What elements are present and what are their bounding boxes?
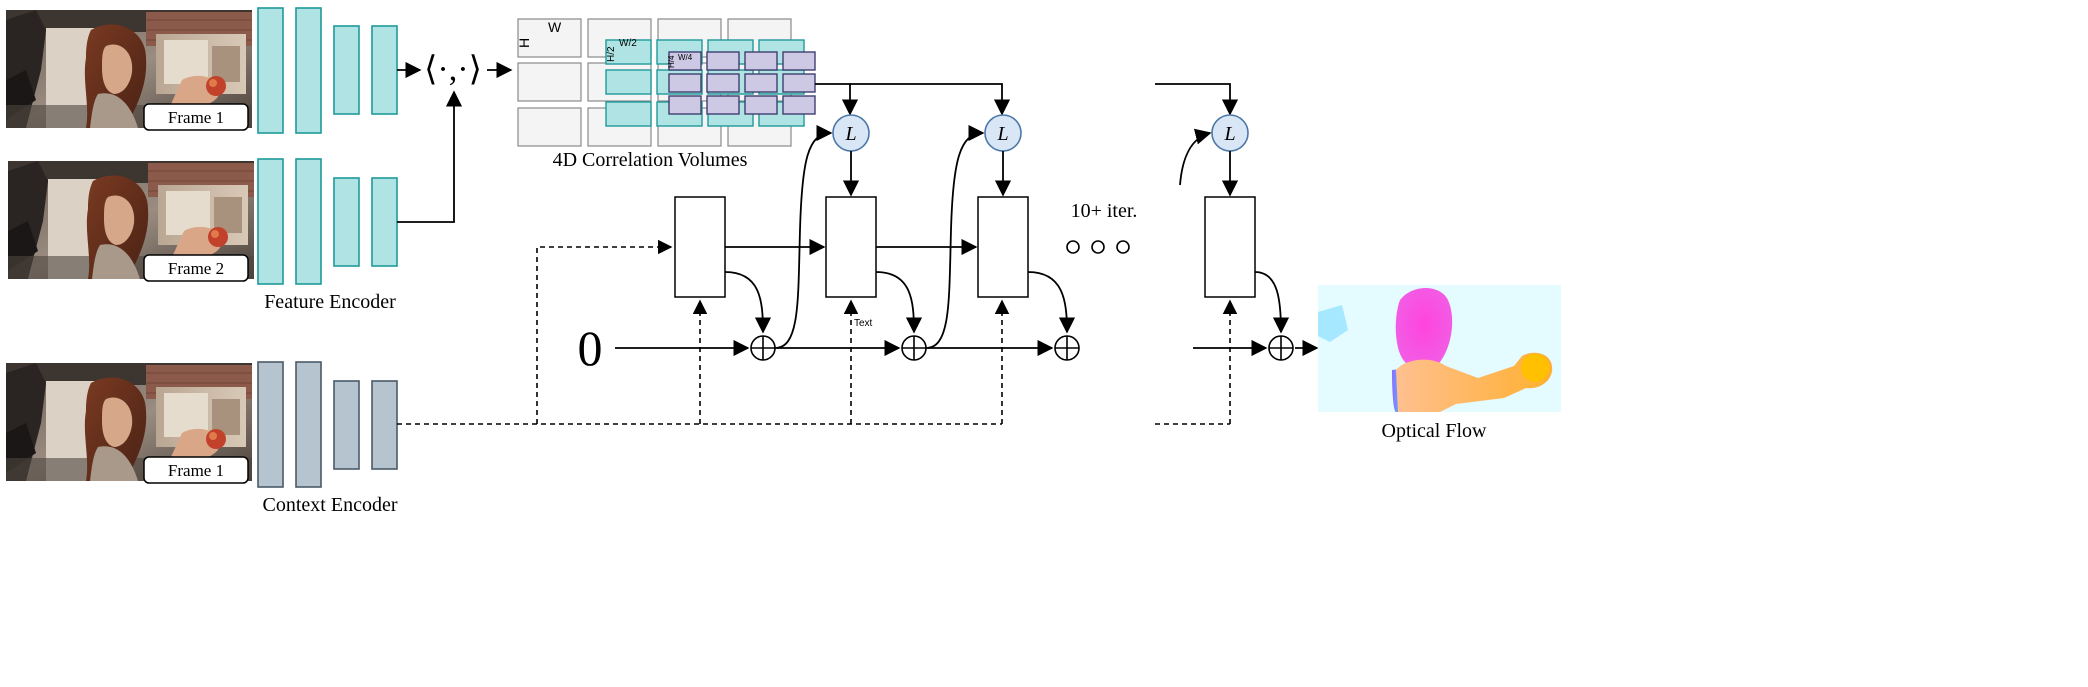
level1-w-label: W	[548, 19, 562, 35]
context-encoder	[257, 361, 398, 488]
arrow-flow-to-lookup3	[925, 124, 985, 349]
frame2-image: Frame 2	[7, 160, 255, 282]
context-layer	[257, 361, 284, 488]
feature-layer	[257, 158, 284, 285]
level2-w-label: W/2	[619, 38, 637, 49]
correlation-level3	[668, 51, 816, 115]
arrow-flow-to-lookup2	[774, 124, 833, 349]
feature-layer	[371, 25, 398, 115]
context-frame-image: Frame 1	[5, 362, 253, 484]
lookup-symbol: L	[996, 123, 1008, 145]
feature-layer	[295, 158, 322, 285]
arrow-corr-to-lookup1	[815, 83, 859, 116]
frame1-label-box	[143, 103, 249, 131]
arrow-delta-2	[875, 271, 923, 334]
context-layer	[333, 380, 360, 470]
lookup-3: L	[1211, 114, 1249, 152]
plus-node	[1054, 335, 1080, 361]
lookup-2: L	[984, 114, 1022, 152]
lookup-1: L	[832, 114, 870, 152]
feature-encoder-frame2	[257, 158, 398, 285]
stray-text-label: Text	[854, 318, 873, 329]
lookup-symbol: L	[1223, 123, 1235, 145]
iterations-label: 10+ iter.	[1071, 200, 1138, 222]
frame1-label: Frame 1	[168, 108, 224, 127]
frame2-label: Frame 2	[168, 259, 224, 278]
arrow-flow-to-lookup4	[1179, 128, 1212, 186]
level1-h-label: H	[516, 38, 532, 48]
level2-h-label: H/2	[606, 46, 617, 62]
plus-node	[750, 335, 776, 361]
optical-flow-image	[1318, 285, 1561, 412]
inner-product-symbol: ⟨·,·⟩	[424, 51, 482, 88]
feature-layer	[333, 25, 360, 115]
ellipsis-dots	[1066, 240, 1130, 254]
arrow-delta-3	[1027, 271, 1076, 334]
context-frame-label: Frame 1	[168, 461, 224, 480]
optical-flow-label: Optical Flow	[1382, 420, 1488, 442]
update-block-2	[825, 196, 877, 298]
frame2-label-box	[143, 254, 249, 282]
context-frame-label-box	[143, 456, 249, 484]
correlation-volumes: W H W/2 H/2	[516, 18, 816, 147]
initial-flow-zero: 0	[578, 320, 603, 376]
plus-node	[901, 335, 927, 361]
level3-h-label: H/4	[667, 55, 676, 68]
level3-w-label: W/4	[678, 53, 693, 62]
context-layer	[295, 361, 322, 488]
frame1-image: Frame 1	[5, 9, 253, 131]
arrow-frame2-to-dot	[397, 90, 463, 223]
update-block-1	[674, 196, 726, 298]
plus-node	[1268, 335, 1294, 361]
update-blocks	[674, 196, 1256, 298]
feature-layer	[295, 7, 322, 134]
plus-nodes	[750, 335, 1294, 361]
arrow-delta-1	[724, 271, 772, 334]
correlation-label: 4D Correlation Volumes	[553, 149, 748, 171]
feature-encoder-frame1	[257, 7, 398, 134]
update-block-4	[1204, 196, 1256, 298]
lookup-symbol: L	[844, 123, 856, 145]
context-dashed-lines	[397, 239, 1238, 425]
arrow-delta-4	[1254, 271, 1290, 334]
feature-layer	[333, 177, 360, 267]
feature-layer	[371, 177, 398, 267]
feature-encoder-label: Feature Encoder	[264, 291, 396, 313]
update-block-3	[977, 196, 1029, 298]
context-layer	[371, 380, 398, 470]
arrow-corr-to-lookup2	[850, 83, 1011, 116]
context-encoder-label: Context Encoder	[263, 494, 398, 516]
arrow-corr-to-lookup3	[1155, 83, 1239, 116]
feature-layer	[257, 7, 284, 134]
